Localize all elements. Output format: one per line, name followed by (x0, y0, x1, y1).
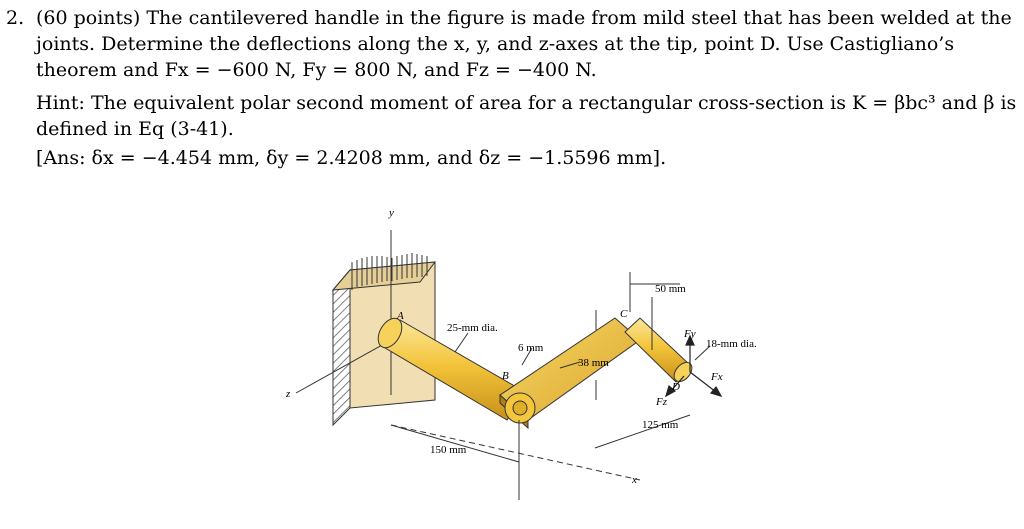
point-d-label: D (671, 381, 680, 393)
dim-18mm-label: 18-mm dia. (706, 338, 757, 350)
point-b-label: B (502, 370, 509, 382)
dim-25mm-label: 25-mm dia. (447, 322, 498, 334)
axis-y-label: y (388, 207, 394, 219)
force-fz-label: Fz (655, 396, 668, 408)
dim-50mm-label: 50 mm (655, 283, 686, 295)
problem-number: 2. (6, 7, 25, 29)
dim-6mm-label: 6 mm (518, 342, 544, 354)
force-fy-label: Fy (683, 328, 696, 340)
coordinate-axes (295, 230, 641, 481)
joint-b-cap (504, 392, 536, 424)
dim-150mm-label: 150 mm (430, 444, 467, 456)
dim-38mm-label: 38 mm (578, 357, 609, 369)
dimension-lines (390, 272, 711, 500)
force-arrows (665, 334, 723, 398)
point-a-label: A (396, 310, 404, 322)
force-fx-label: Fx (710, 371, 723, 383)
axis-x-label: x (631, 474, 637, 486)
point-c-label: C (620, 308, 628, 320)
axis-z-label: z (285, 388, 291, 400)
dim-125mm-label: 125 mm (642, 419, 679, 431)
